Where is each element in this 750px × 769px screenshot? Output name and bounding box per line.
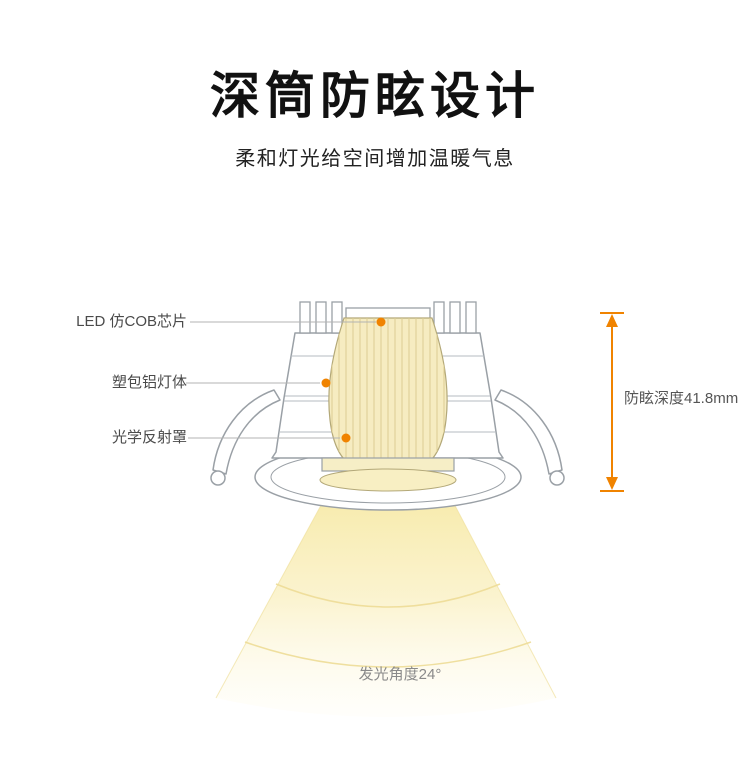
heatsink-fins: [299, 301, 477, 334]
beam-wavefront-arc: [244, 641, 532, 668]
callout-label-led-chip: LED 仿COB芯片: [76, 313, 187, 330]
depth-dimension-label: 防眩深度41.8mm: [624, 390, 739, 407]
callout-dot: [376, 317, 386, 327]
beam-angle-label: 发光角度24°: [358, 666, 442, 683]
beam-wavefront-arc: [275, 583, 501, 608]
light-beam: [215, 497, 557, 717]
callout-dot: [341, 433, 351, 443]
callout-dot: [321, 378, 331, 388]
callout-label-reflector: 光学反射罩: [111, 429, 187, 446]
depth-dimension-arrow: [600, 312, 624, 492]
reflector-cone: [319, 317, 457, 492]
page-title: 深筒防眩设计: [210, 68, 540, 124]
callout-label-lamp-body: 塑包铝灯体: [111, 374, 187, 391]
mounting-spring-right: [494, 389, 565, 486]
callout-leaders: [186, 317, 386, 443]
mounting-spring-left: [210, 389, 281, 486]
reflector-mouth: [319, 468, 457, 492]
page-subtitle: 柔和灯光给空间增加温暖气息: [235, 148, 515, 170]
